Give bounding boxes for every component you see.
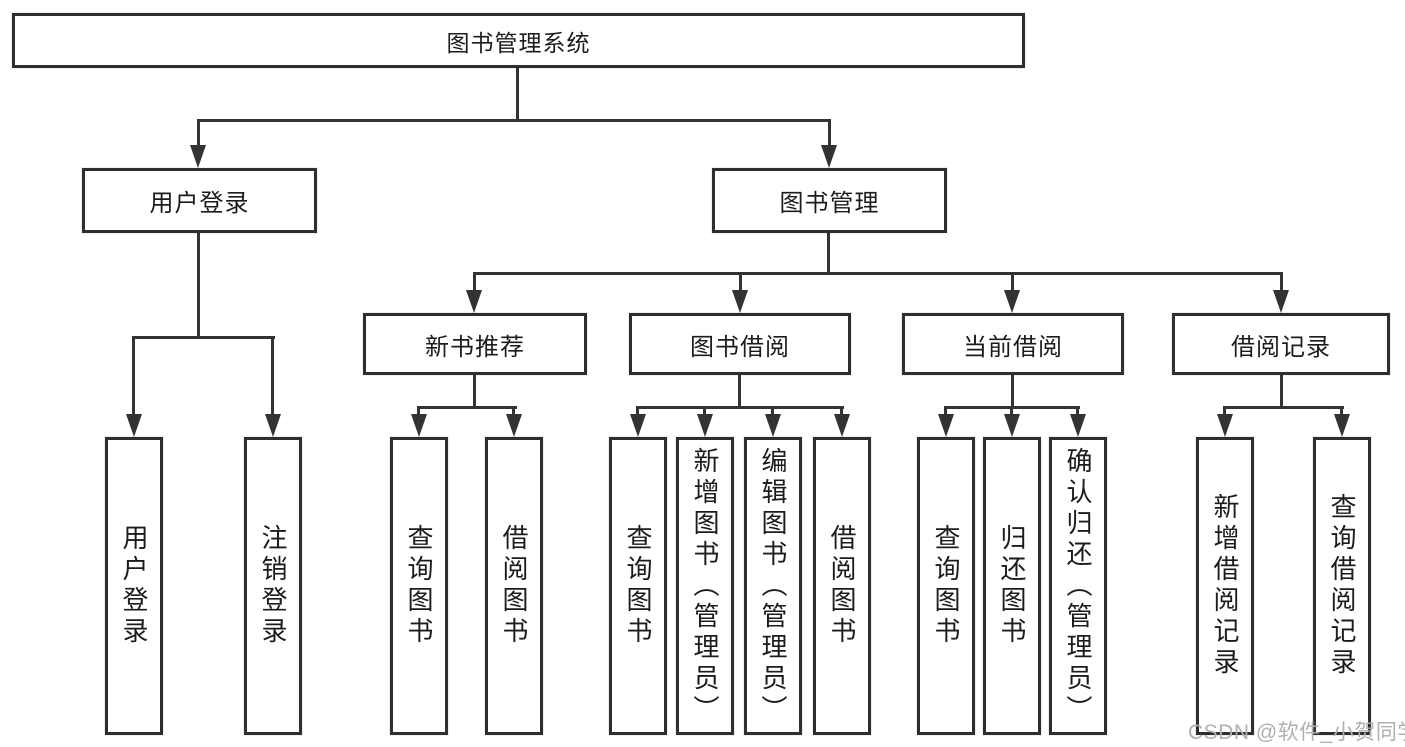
connector-line bbox=[1223, 406, 1226, 418]
connector-line bbox=[738, 375, 741, 409]
arrow-down-icon bbox=[765, 414, 781, 437]
leaf-add-book-admin-label: 新增图书（管理员） bbox=[690, 446, 720, 726]
leaf-user-login-label: 用户登录 bbox=[119, 524, 149, 648]
connector-line bbox=[636, 406, 639, 418]
connector-line bbox=[1280, 272, 1283, 294]
arrow-down-icon bbox=[1070, 414, 1086, 437]
leaf-edit-book-admin-label: 编辑图书（管理员） bbox=[758, 446, 788, 726]
arrow-down-icon bbox=[506, 414, 522, 437]
leaf-confirm-return-admin-label: 确认归还（管理员） bbox=[1063, 446, 1093, 726]
arrow-down-icon bbox=[732, 290, 748, 313]
node-borrowing-records-label: 借阅记录 bbox=[1231, 333, 1331, 361]
leaf-query-books-current-label: 查询图书 bbox=[931, 524, 961, 648]
node-user-login: 用户登录 bbox=[82, 168, 317, 233]
arrow-down-icon bbox=[1273, 290, 1289, 313]
arrow-down-icon bbox=[834, 414, 850, 437]
arrow-down-icon bbox=[1334, 414, 1350, 437]
connector-line bbox=[473, 375, 476, 409]
leaf-query-books-recommend: 查询图书 bbox=[390, 437, 448, 735]
connector-line bbox=[197, 119, 831, 122]
leaf-borrow-books-recommend: 借阅图书 bbox=[485, 437, 543, 735]
leaf-query-borrow-record: 查询借阅记录 bbox=[1313, 437, 1371, 735]
leaf-query-books-recommend-label: 查询图书 bbox=[404, 524, 434, 648]
connector-line bbox=[197, 233, 200, 339]
leaf-query-books-current: 查询图书 bbox=[917, 437, 975, 735]
leaf-confirm-return-admin: 确认归还（管理员） bbox=[1049, 437, 1107, 735]
connector-line bbox=[417, 406, 420, 418]
arrow-down-icon bbox=[1217, 414, 1233, 437]
connector-line bbox=[827, 233, 830, 275]
connector-line bbox=[516, 68, 519, 122]
connector-line bbox=[1280, 375, 1283, 409]
connector-line bbox=[473, 272, 1283, 275]
leaf-return-book: 归还图书 bbox=[983, 437, 1041, 735]
connector-line bbox=[1340, 406, 1343, 418]
arrow-down-icon bbox=[265, 414, 281, 437]
leaf-return-book-label: 归还图书 bbox=[997, 524, 1027, 648]
node-user-login-label: 用户登录 bbox=[149, 190, 250, 217]
node-book-management: 图书管理 bbox=[712, 168, 947, 233]
connector-line bbox=[1011, 272, 1014, 294]
connector-line bbox=[132, 336, 135, 418]
connector-line bbox=[1076, 406, 1079, 418]
leaf-add-borrow-record-label: 新增借阅记录 bbox=[1210, 493, 1240, 679]
connector-line bbox=[840, 406, 843, 418]
connector-line bbox=[1223, 406, 1344, 409]
connector-line bbox=[473, 272, 476, 294]
connector-line bbox=[944, 406, 947, 418]
leaf-user-login: 用户登录 bbox=[105, 437, 163, 735]
leaf-query-books-borrow-label: 查询图书 bbox=[623, 524, 653, 648]
node-root: 图书管理系统 bbox=[12, 13, 1025, 68]
leaf-borrow-books-label: 借阅图书 bbox=[827, 524, 857, 648]
connector-line bbox=[512, 406, 515, 418]
leaf-logout-label: 注销登录 bbox=[258, 524, 288, 648]
leaf-edit-book-admin: 编辑图书（管理员） bbox=[744, 437, 802, 735]
connector-line bbox=[1011, 375, 1014, 409]
node-book-borrowing-label: 图书借阅 bbox=[690, 333, 790, 361]
leaf-borrow-books: 借阅图书 bbox=[813, 437, 871, 735]
arrow-down-icon bbox=[1004, 290, 1020, 313]
connector-line bbox=[271, 336, 274, 418]
connector-line bbox=[828, 119, 831, 150]
leaf-query-borrow-record-label: 查询借阅记录 bbox=[1327, 493, 1357, 679]
node-new-book-recommend: 新书推荐 bbox=[363, 313, 587, 375]
leaf-borrow-books-recommend-label: 借阅图书 bbox=[499, 524, 529, 648]
leaf-query-books-borrow: 查询图书 bbox=[609, 437, 667, 735]
node-current-borrowing: 当前借阅 bbox=[902, 313, 1124, 375]
connector-line bbox=[197, 119, 200, 150]
connector-line bbox=[703, 406, 706, 418]
node-new-book-recommend-label: 新书推荐 bbox=[425, 333, 525, 361]
arrow-down-icon bbox=[697, 414, 713, 437]
leaf-add-book-admin: 新增图书（管理员） bbox=[676, 437, 734, 735]
leaf-logout: 注销登录 bbox=[244, 437, 302, 735]
node-root-label: 图书管理系统 bbox=[446, 29, 591, 56]
node-book-management-label: 图书管理 bbox=[779, 190, 880, 217]
arrow-down-icon bbox=[938, 414, 954, 437]
connector-line bbox=[636, 406, 844, 409]
node-borrowing-records: 借阅记录 bbox=[1172, 313, 1390, 375]
watermark: CSDN @软件_小贺同学 bbox=[1188, 721, 1405, 744]
arrow-down-icon bbox=[190, 145, 206, 168]
connector-line bbox=[417, 406, 517, 409]
connector-line bbox=[771, 406, 774, 418]
connector-line bbox=[739, 272, 742, 294]
arrow-down-icon bbox=[466, 290, 482, 313]
node-book-borrowing: 图书借阅 bbox=[629, 313, 851, 375]
arrow-down-icon bbox=[1004, 414, 1020, 437]
connector-line bbox=[132, 336, 275, 339]
connector-line bbox=[1010, 406, 1013, 418]
arrow-down-icon bbox=[630, 414, 646, 437]
node-current-borrowing-label: 当前借阅 bbox=[963, 333, 1063, 361]
arrow-down-icon bbox=[821, 145, 837, 168]
leaf-add-borrow-record: 新增借阅记录 bbox=[1196, 437, 1254, 735]
arrow-down-icon bbox=[411, 414, 427, 437]
arrow-down-icon bbox=[126, 414, 142, 437]
